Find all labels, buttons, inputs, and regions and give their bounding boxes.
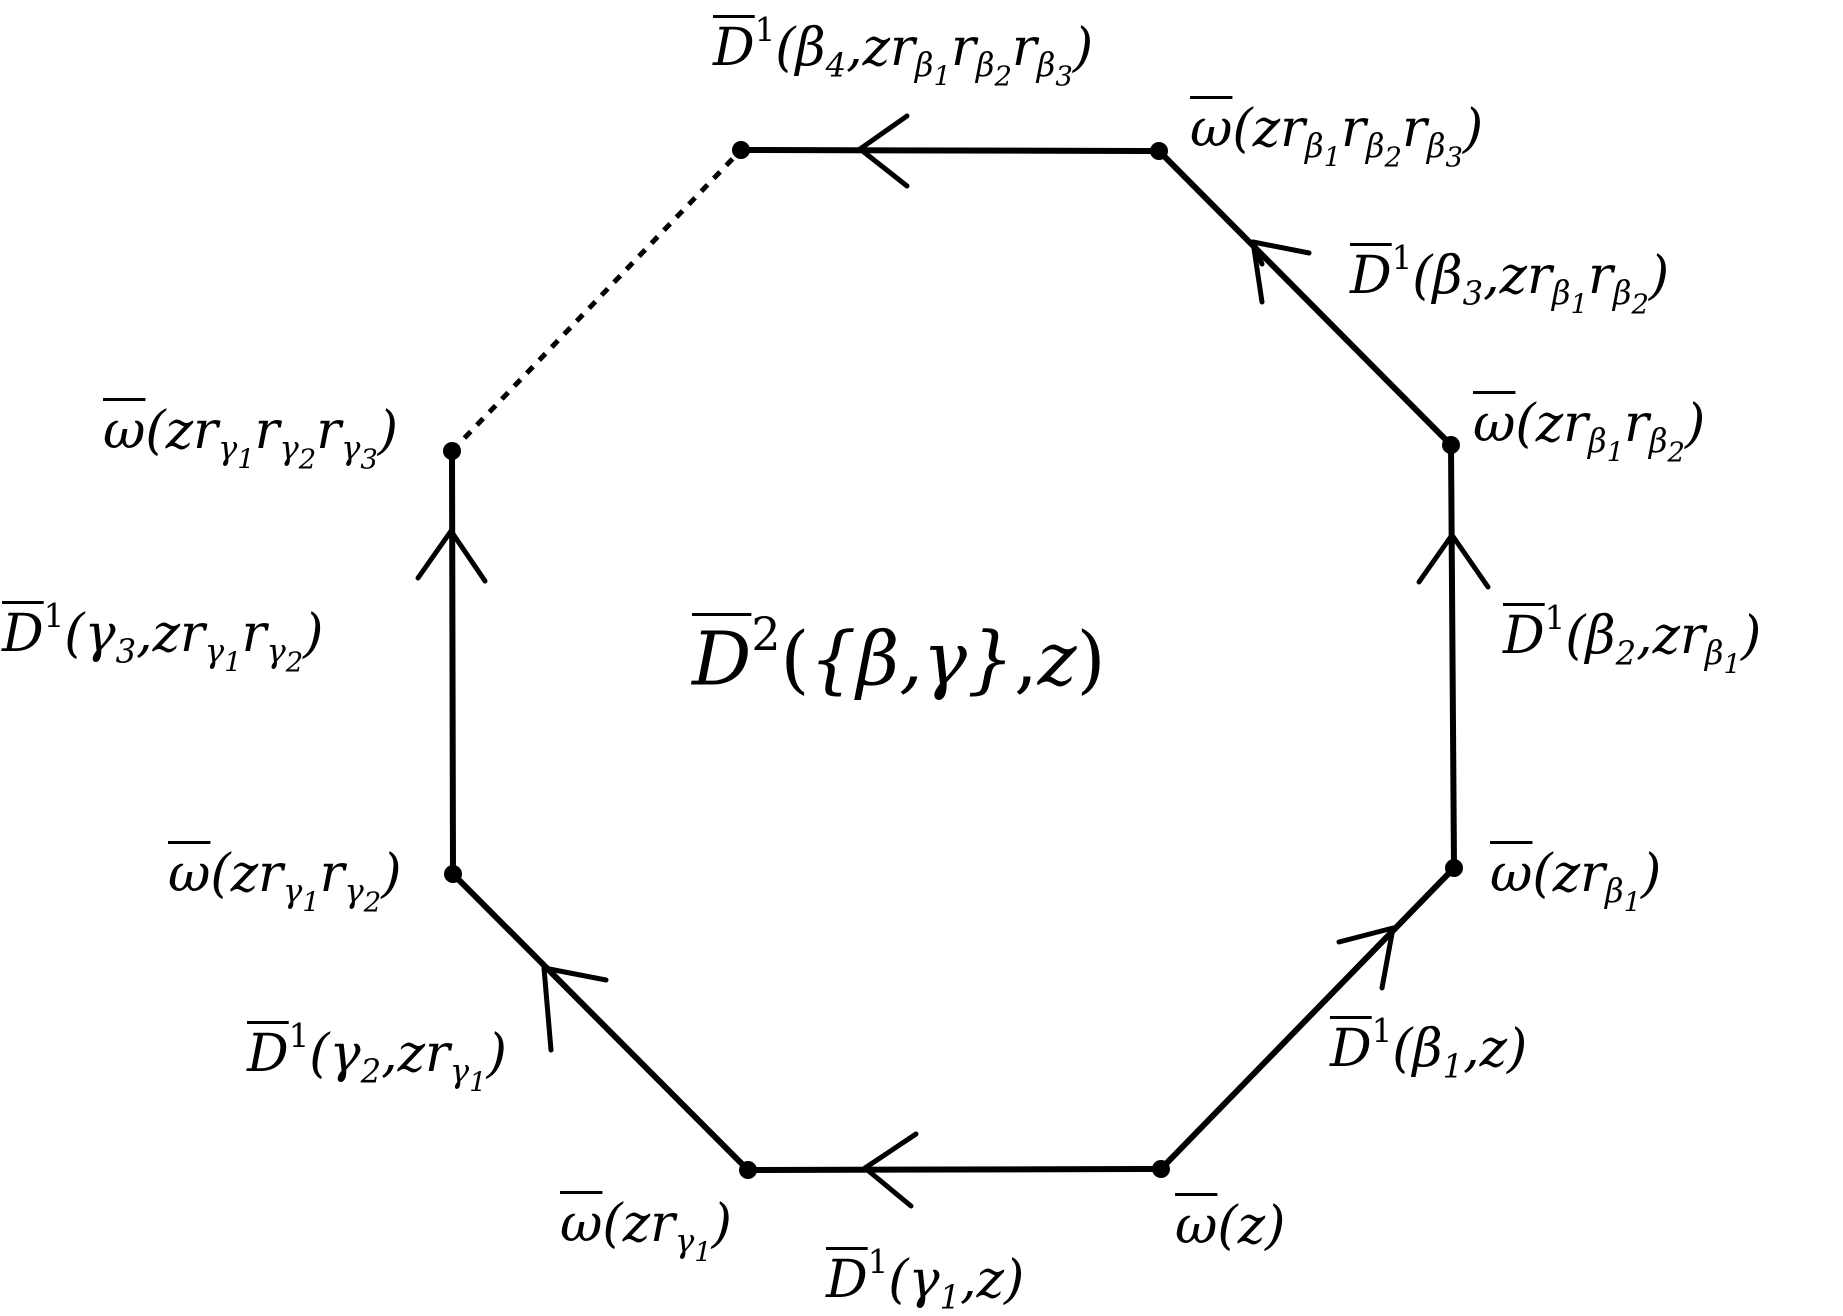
vertex-dot [443, 442, 461, 460]
vertex-label-w-zrb1rb2: ω(zrβ1rβ2) [1473, 394, 1706, 469]
vertex-label-w-zrg1rg2: ω(zrγ1rγ2) [168, 844, 402, 919]
arrow-beta4 [857, 113, 910, 189]
vertex-label-w-z: ω(z) [1175, 1196, 1286, 1256]
vertex-dot [732, 141, 750, 159]
edge-label-beta4: D1(β4,zrβ1rβ2rβ3) [713, 11, 1094, 94]
vertex-dot [444, 865, 462, 883]
edge-gamma1 [745, 1166, 1164, 1173]
arrow-beta3-b [1250, 239, 1265, 305]
vertex-label-w-zrg1: ω(zrγ1) [560, 1194, 732, 1269]
edge-label-beta1: D1(β1,z) [1330, 1012, 1528, 1086]
arrow-beta1 [1336, 925, 1396, 991]
edge-label-beta2: D1(β2,zrβ1) [1503, 599, 1762, 682]
vertex-dot [1445, 859, 1463, 877]
arrow-gamma1 [862, 1131, 919, 1209]
arrow-gamma2 [541, 965, 609, 1053]
arrow-gamma3 [415, 528, 488, 584]
edge-label-gamma2: D1(γ2,zrγ1) [247, 1017, 507, 1100]
vertex-label-w-zrb1rb2rb3: ω(zrβ1rβ2rβ3) [1190, 99, 1484, 174]
edge-beta1 [1158, 865, 1457, 1172]
edge-gamma2 [450, 871, 751, 1173]
vertex-label-w-zrb1: ω(zrβ1) [1490, 844, 1662, 919]
edge-beta4 [738, 147, 1162, 154]
edge-gamma3 [449, 448, 456, 877]
vertex-dot [1442, 436, 1460, 454]
vertex-dot [739, 1161, 757, 1179]
edge-beta2 [1448, 442, 1457, 871]
edge-closing-dashed [450, 148, 743, 453]
center-label: D2({β,γ},z) [692, 607, 1106, 703]
edge-label-gamma3: D1(γ3,zrγ1rγ2) [2, 597, 324, 680]
vertex-dot [1152, 1160, 1170, 1178]
edge-label-gamma1: D1(γ1,z) [826, 1243, 1025, 1316]
edge-label-beta3: D1(β3,zrβ1rβ2) [1350, 239, 1670, 322]
arrow-beta2 [1416, 532, 1491, 590]
vertex-dot [1150, 142, 1168, 160]
vertex-label-w-zrg1rg2rg3: ω(zrγ1rγ2rγ3) [103, 401, 399, 476]
edge-beta3 [1156, 148, 1454, 448]
